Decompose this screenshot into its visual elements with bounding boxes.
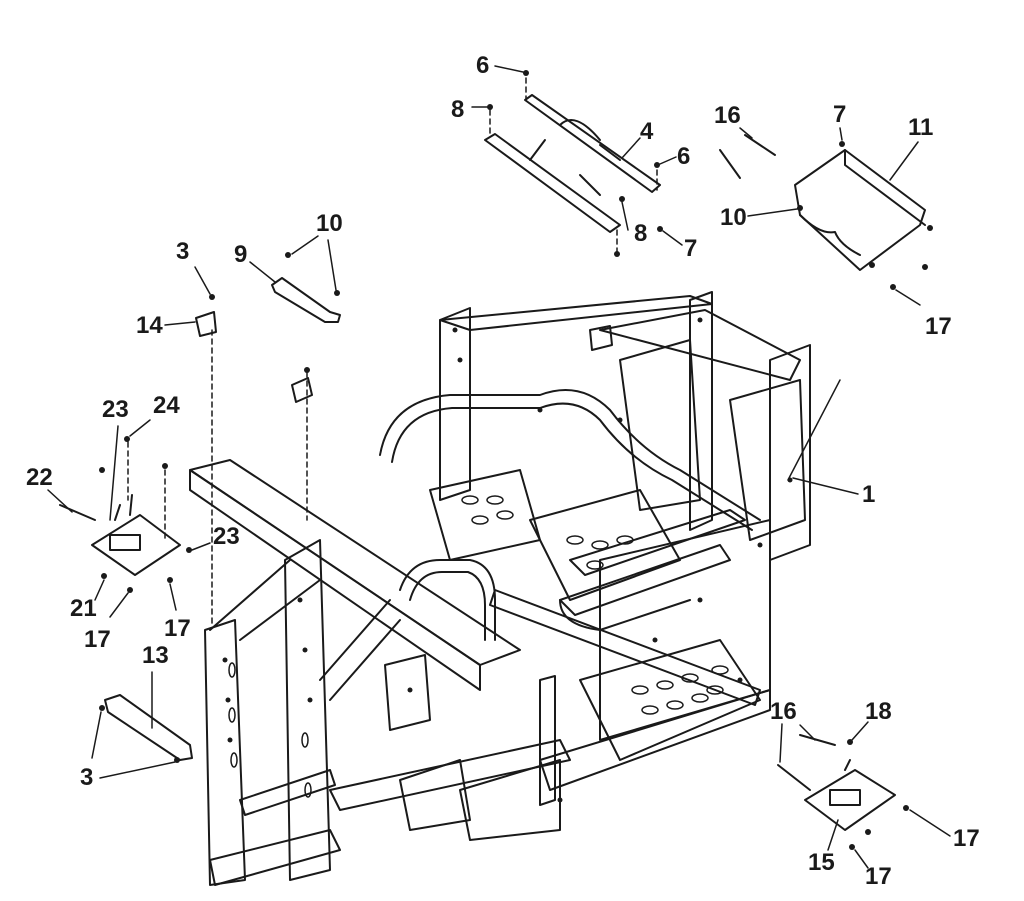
callout-8: 8 [634, 220, 648, 247]
callout-3: 3 [176, 238, 190, 265]
callout-17: 17 [865, 863, 892, 890]
alignment-lines [127, 77, 658, 626]
main-frame [189, 291, 811, 886]
callout-11: 11 [908, 114, 934, 141]
side-bracket-13 [104, 694, 193, 761]
callout-16: 16 [770, 698, 797, 725]
callout-24: 24 [153, 392, 180, 419]
callout-6: 6 [677, 143, 691, 170]
callout-17: 17 [164, 615, 191, 642]
fasteners [99, 70, 933, 850]
callout-4: 4 [640, 118, 654, 145]
callout-6: 6 [476, 52, 490, 79]
callout-22: 22 [26, 464, 53, 491]
callout-7: 7 [833, 101, 847, 128]
callout-8: 8 [451, 96, 465, 123]
bracket-14 [195, 311, 217, 337]
callout-13: 13 [142, 642, 169, 669]
callout-23: 23 [102, 396, 129, 423]
bracket-9 [271, 277, 341, 323]
skid-plate [794, 149, 926, 271]
callout-17: 17 [925, 313, 952, 340]
bolts [59, 134, 836, 791]
callout-14: 14 [136, 312, 163, 339]
callout-9: 9 [234, 241, 248, 268]
callout-3: 3 [80, 764, 94, 791]
callout-17: 17 [953, 825, 980, 852]
floor-pan-cutouts [228, 495, 729, 798]
callout-15: 15 [808, 849, 835, 876]
callout-1: 1 [862, 481, 876, 508]
leader-lines [47, 65, 951, 869]
frame-holes [222, 317, 793, 803]
callout-10: 10 [720, 204, 747, 231]
callout-10: 10 [316, 210, 343, 237]
mount-plate-15 [804, 759, 896, 831]
top-cross-bar-assembly [484, 94, 661, 233]
callout-18: 18 [865, 698, 892, 725]
mount-plate-21 [91, 494, 181, 576]
callout-23: 23 [213, 523, 240, 550]
callout-17: 17 [84, 626, 111, 653]
callout-21: 21 [70, 595, 97, 622]
callout-16: 16 [714, 102, 741, 129]
bracket-small-center [291, 377, 313, 403]
callout-7: 7 [684, 235, 698, 262]
